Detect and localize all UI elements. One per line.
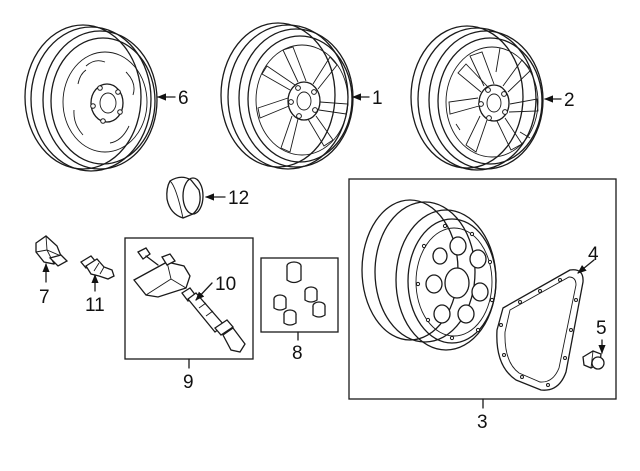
wheel-part-1[interactable]	[220, 22, 354, 170]
callout-12: 12	[228, 188, 249, 209]
callout-1: 1	[372, 88, 383, 109]
callout-8: 8	[292, 343, 303, 364]
wheel-part-6[interactable]	[24, 24, 158, 172]
center-cap-part-12[interactable]	[166, 176, 204, 219]
tpms-sensor-body[interactable]	[133, 253, 191, 298]
callout-5: 5	[596, 318, 607, 339]
callout-6: 6	[178, 88, 189, 109]
leader-lines	[42, 93, 606, 409]
callout-2: 2	[564, 90, 575, 111]
callout-9: 9	[183, 372, 194, 393]
lock-set-box	[260, 257, 339, 333]
callout-3: 3	[477, 412, 488, 433]
lug-nut-part-7[interactable]	[35, 235, 69, 267]
wheel-part-2[interactable]	[410, 25, 544, 171]
sensor-screw-part[interactable]	[137, 247, 159, 266]
callout-labels: 6 1 2 12 7 11 10 8 9 4 5 3	[39, 88, 607, 433]
tpms-valve-part-10[interactable]	[181, 287, 246, 353]
callout-7: 7	[39, 287, 50, 308]
gasket-part-4[interactable]	[496, 269, 584, 391]
callout-10: 10	[215, 274, 236, 295]
lock-set-part-8[interactable]	[273, 261, 326, 326]
spare-wheel[interactable]	[361, 199, 497, 351]
valve-stem-part-11[interactable]	[80, 255, 115, 280]
bolt-part-5[interactable]	[582, 350, 605, 370]
callout-4: 4	[588, 244, 599, 265]
callout-11: 11	[85, 295, 105, 316]
